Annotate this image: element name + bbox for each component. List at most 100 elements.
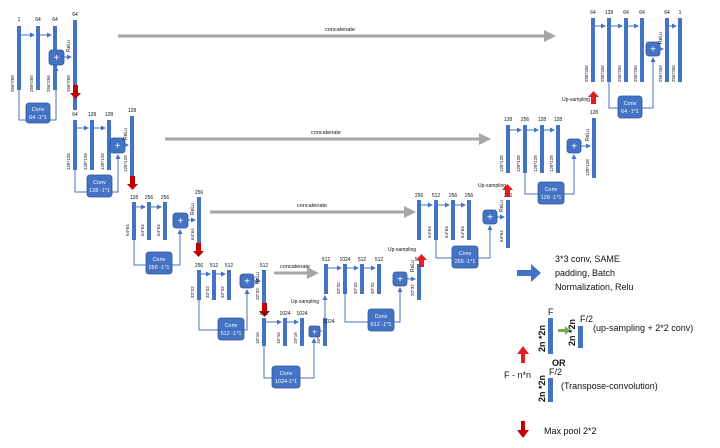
svg-text:+: +	[487, 213, 493, 224]
bottleneck-level-5: 512 1024 1024 1024 16*16 16*16 16*16 16*…	[255, 295, 335, 389]
svg-text:2n *2n: 2n *2n	[537, 325, 547, 352]
svg-text:256 -1*1: 256 -1*1	[149, 265, 170, 271]
svg-text:ReLu: ReLu	[66, 40, 72, 52]
svg-text:16*16: 16*16	[293, 332, 298, 344]
concat-label: concatenate	[297, 203, 327, 209]
svg-text:Normalization, Relu: Normalization, Relu	[555, 282, 634, 292]
svg-text:64*64: 64*64	[444, 226, 449, 238]
maxpool-arrow	[193, 243, 204, 257]
svg-text:128*128: 128*128	[549, 155, 554, 172]
legend: 3*3 conv, SAME padding, Batch Normalizat…	[504, 254, 693, 438]
svg-text:128: 128	[105, 112, 114, 118]
svg-text:1024: 1024	[323, 319, 334, 325]
decoder-level-2: 128 256 128 128 128 128*128 128*128 128*…	[499, 110, 598, 205]
svg-text:128*128: 128*128	[585, 159, 590, 176]
svg-text:32*32: 32*32	[255, 288, 260, 300]
upsample-arrow	[416, 254, 427, 267]
svg-text:256*256: 256*256	[29, 75, 34, 92]
svg-text:256*256: 256*256	[633, 65, 638, 82]
svg-text:(Transpose-convolution): (Transpose-convolution)	[561, 381, 658, 391]
svg-text:64*64: 64*64	[427, 226, 432, 238]
conv-1x1-box	[217, 317, 245, 341]
svg-text:256 -1*1: 256 -1*1	[455, 259, 476, 265]
svg-text:512: 512	[375, 257, 384, 263]
svg-text:256*256: 256*256	[658, 65, 663, 82]
svg-text:padding, Batch: padding, Batch	[555, 268, 615, 278]
svg-text:ReLu: ReLu	[190, 203, 196, 215]
svg-text:Conv: Conv	[32, 107, 45, 113]
maxpool-arrow	[259, 303, 270, 317]
svg-text:128*128: 128*128	[100, 153, 105, 170]
svg-text:256: 256	[521, 117, 530, 123]
svg-text:256: 256	[145, 195, 154, 201]
conv-1x1-box	[25, 102, 51, 124]
svg-text:256: 256	[415, 193, 424, 199]
svg-text:256: 256	[449, 193, 458, 199]
svg-text:64: 64	[623, 10, 629, 16]
conv-1x1-box	[86, 174, 113, 198]
svg-text:128: 128	[554, 117, 563, 123]
svg-text:64*64: 64*64	[460, 226, 465, 238]
legend-bar	[548, 378, 553, 402]
legend-bar	[578, 326, 583, 348]
conv-1x1-box	[145, 251, 173, 275]
svg-text:128*128: 128*128	[123, 155, 128, 172]
svg-text:Up-sampling: Up-sampling	[388, 247, 416, 253]
concat-label: concatenate	[325, 27, 355, 33]
svg-text:Conv: Conv	[153, 257, 166, 263]
svg-text:256*256: 256*256	[66, 75, 71, 92]
svg-text:32*32: 32*32	[353, 282, 358, 294]
svg-text:F - n*n: F - n*n	[504, 370, 531, 380]
conv-1x1-box	[367, 308, 395, 332]
green-arrow	[558, 326, 570, 335]
svg-text:+: +	[115, 141, 121, 152]
encoder-level-4: 256 512 512 512 32*32 32*32 32*32 32*32 …	[190, 263, 268, 341]
svg-text:256*256: 256*256	[46, 75, 51, 92]
svg-text:16*16: 16*16	[316, 332, 321, 344]
svg-text:Conv: Conv	[545, 187, 558, 193]
maxpool-arrow	[70, 85, 81, 99]
svg-text:256*256: 256*256	[617, 65, 622, 82]
svg-text:512: 512	[210, 263, 219, 269]
svg-text:3*3 conv, SAME: 3*3 conv, SAME	[555, 254, 620, 264]
concat-label: concatenate	[311, 130, 341, 136]
concat-arrow-l2: concatenate	[165, 130, 491, 145]
feature-map-bar	[17, 26, 21, 90]
svg-text:+: +	[650, 45, 656, 56]
svg-text:ReLu: ReLu	[499, 200, 505, 212]
svg-text:128*128: 128*128	[533, 155, 538, 172]
svg-text:512: 512	[260, 311, 269, 317]
svg-text:64: 64	[639, 10, 645, 16]
svg-text:F/2: F/2	[580, 314, 593, 324]
svg-text:64: 64	[52, 17, 58, 23]
svg-text:256: 256	[195, 263, 204, 269]
legend-bar	[548, 318, 553, 354]
conv-1x1-box	[451, 245, 479, 269]
svg-text:1: 1	[18, 17, 21, 23]
svg-text:64*64: 64*64	[190, 228, 195, 240]
svg-text:Up-sampling: Up-sampling	[291, 299, 319, 305]
svg-text:+: +	[54, 53, 60, 64]
svg-text:128: 128	[538, 117, 547, 123]
svg-text:32*32: 32*32	[220, 286, 225, 298]
svg-text:Conv: Conv	[459, 251, 472, 257]
svg-text:+: +	[397, 275, 403, 286]
svg-text:Conv: Conv	[93, 180, 106, 186]
upsample-arrow	[588, 91, 599, 104]
svg-text:1024: 1024	[279, 311, 290, 317]
svg-text:32*32: 32*32	[370, 282, 375, 294]
svg-text:Conv: Conv	[280, 371, 293, 377]
svg-text:128*128: 128*128	[66, 153, 71, 170]
svg-text:256*256: 256*256	[671, 65, 676, 82]
maxpool-legend-arrow	[517, 421, 529, 438]
svg-text:64: 64	[590, 10, 596, 16]
svg-text:+: +	[312, 328, 317, 337]
svg-text:256*256: 256*256	[584, 65, 589, 82]
svg-text:256: 256	[465, 193, 474, 199]
svg-text:64 -1*1: 64 -1*1	[621, 109, 639, 115]
svg-text:2n *2n: 2n *2n	[537, 375, 547, 402]
upsample-arrow	[502, 184, 513, 197]
svg-text:128: 128	[130, 195, 139, 201]
svg-text:256: 256	[195, 190, 204, 196]
